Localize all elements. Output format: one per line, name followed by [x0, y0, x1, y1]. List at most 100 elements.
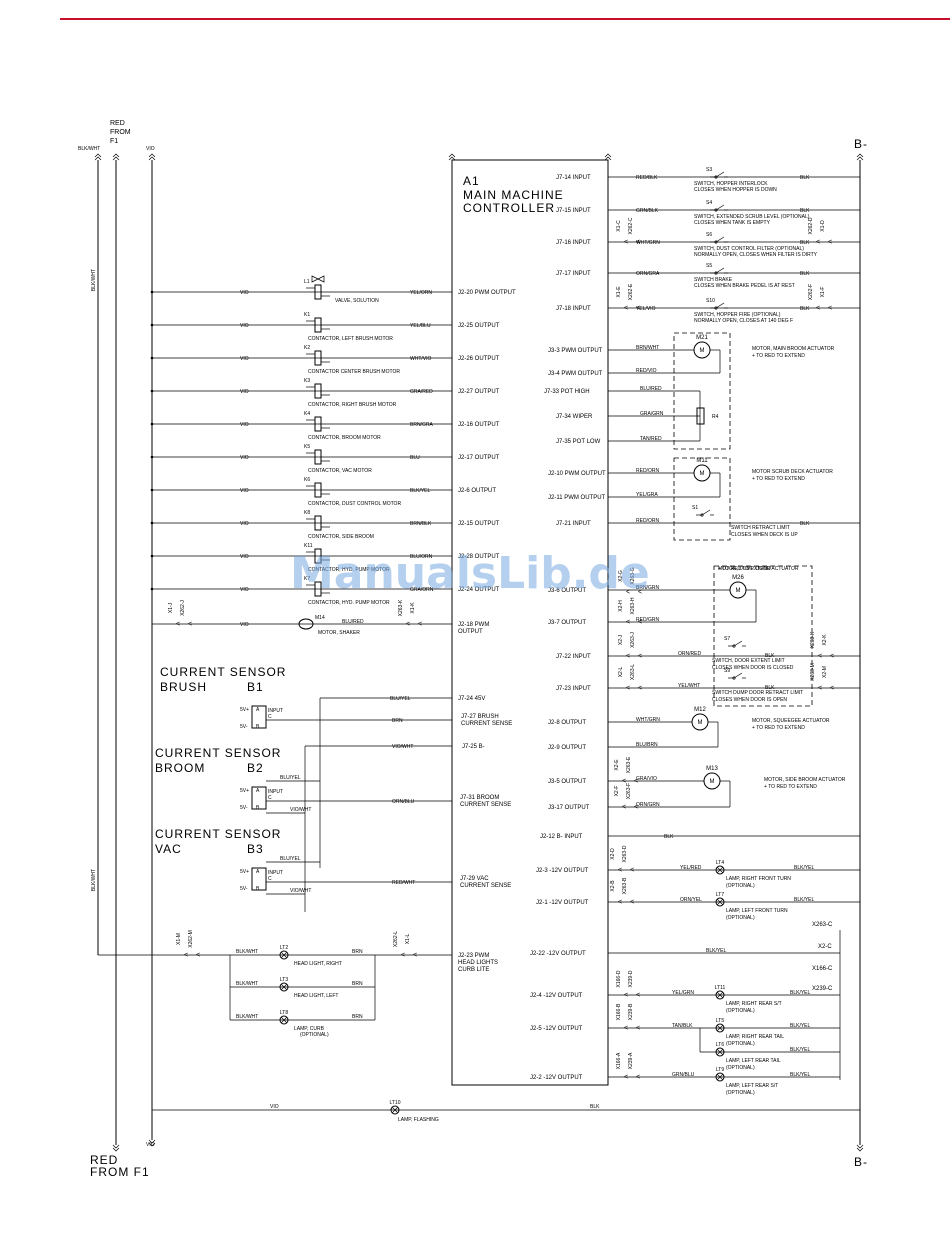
switch-label: SWITCH BRAKE: [694, 277, 733, 283]
wire-color: BLU/YEL: [390, 696, 411, 702]
sensor-pin: B: [256, 805, 260, 811]
wire-color-in: VIO: [240, 488, 249, 494]
conn-label: X2-G: [618, 570, 624, 582]
relay-coil: [314, 317, 322, 333]
wire-color: YEL/WHT: [678, 683, 700, 689]
switch-label: CLOSES WHEN DOOR IS CLOSED: [712, 665, 794, 671]
connector-symbol: <: [626, 589, 630, 596]
wire-color-in: YEL/VIO: [636, 306, 656, 312]
controller-pin: CURRENT SENSE: [460, 802, 511, 808]
lamp-label: (OPTIONAL): [726, 1065, 755, 1071]
conn-label: X1-C: [616, 220, 622, 232]
switch-label: SWITCH RETRACT LIMIT: [731, 525, 790, 531]
connector-symbol: <: [630, 867, 634, 874]
component-label: LAMP, CURB: [294, 1026, 325, 1032]
junction-dot: [150, 356, 154, 360]
controller-id: A1: [463, 174, 480, 188]
lamp-label: (OPTIONAL): [726, 883, 755, 889]
wire: [715, 204, 725, 211]
wire-color-in: GRN/BLK: [636, 208, 659, 214]
conn-label: X263-K: [810, 631, 816, 648]
sensor-pin: 5V-: [240, 886, 248, 892]
wire-color-out: BLK: [765, 653, 775, 659]
connector-symbol: <: [636, 239, 640, 246]
rail-label-bminus-top: B-: [854, 137, 868, 151]
controller-pin: J2-16 OUTPUT: [458, 422, 500, 428]
wire-color: YEL/RED: [680, 865, 702, 871]
wire-color-out: BLK/YEL: [790, 1047, 811, 1053]
controller-pin: J2-28 OUTPUT: [458, 554, 500, 560]
sensor-title: VAC: [155, 842, 182, 856]
controller-pin: J7-24 45V: [458, 696, 485, 702]
connector-symbol: <: [634, 804, 638, 811]
conn-label: X239-A: [628, 1052, 634, 1069]
conn-label: X1-J: [168, 602, 174, 613]
rail-label-vio-top: VIO: [146, 146, 155, 152]
wire-color: ORN/GRN: [636, 802, 660, 808]
switch-contact: [700, 513, 704, 517]
motor-icon: [693, 341, 711, 359]
controller-pin: J2-8 OUTPUT: [548, 720, 586, 726]
controller-pin: J7-21 INPUT: [556, 521, 591, 527]
controller-title: CONTROLLER: [463, 201, 555, 215]
controller-pin: J2-25 OUTPUT: [458, 323, 500, 329]
lamp-label: (OPTIONAL): [726, 915, 755, 921]
controller-pin: J2-6 OUTPUT: [458, 488, 496, 494]
wire-color-out: GRA/RED: [410, 389, 433, 395]
connector-label: X2-C: [818, 944, 832, 950]
relay-coil: [314, 350, 322, 366]
connector-symbol: <: [830, 685, 834, 692]
wire: [716, 1048, 724, 1056]
conn-label: X239-B: [628, 1003, 634, 1020]
lamp-icon: [715, 1023, 725, 1033]
rail-arrow-bminus-bottom: [856, 1144, 864, 1152]
sensor-ref: B2: [247, 761, 264, 775]
conn-label: X263-J: [630, 632, 636, 648]
lamp-icon: [715, 1047, 725, 1057]
controller-pin: J2-18 PWM: [458, 622, 489, 628]
controller-pin: J2-27 OUTPUT: [458, 389, 500, 395]
controller-pin: J2-4 -12V OUTPUT: [530, 993, 583, 999]
wire-color-out: BLK: [800, 240, 810, 246]
sensor-pin: 5V+: [240, 788, 249, 794]
wire-color-in: VIO: [240, 554, 249, 560]
connector-symbol: <: [413, 952, 417, 959]
rail-arrow-blk-wht: [94, 153, 102, 161]
switch-label: SWITCH, DOOR EXTENT LIMIT: [712, 658, 785, 664]
connector-symbol: <: [626, 619, 630, 626]
wire-color: ORN/YEL: [680, 897, 702, 903]
wire-color: YEL/GRA: [636, 492, 658, 498]
sensor-ref: B1: [247, 680, 264, 694]
lamp-ref: LT2: [280, 945, 288, 951]
wire-color-out: YEL/ORN: [410, 290, 432, 296]
rail-label-red-bottom: RED: [90, 1153, 118, 1167]
connector-symbol: <: [638, 685, 642, 692]
component-ref: L1: [304, 279, 310, 285]
component-label: HEAD LIGHT, RIGHT: [294, 961, 342, 967]
wire: [280, 983, 288, 991]
junction-dot: [150, 521, 154, 525]
wire-color-in: BLK/WHT: [236, 949, 258, 955]
conn-label: X263-H: [630, 597, 636, 614]
wire-color-in: VIO: [240, 422, 249, 428]
lamp-ref: LT8: [280, 1010, 288, 1016]
actuator-label: + TO RED TO EXTEND: [718, 566, 771, 572]
connector-symbol: <: [828, 239, 832, 246]
connector-symbol: <: [636, 1025, 640, 1032]
switch-label: SWITCH, EXTENDED SCRUB LEVEL (OPTIONAL): [694, 214, 810, 220]
motor-ref: M21: [696, 335, 708, 341]
switch-ref: S3: [706, 167, 712, 173]
connector-label: X166-C: [812, 966, 833, 972]
junction-dot: [150, 587, 154, 591]
lamp-ref: LT9: [716, 1067, 724, 1073]
conn-label: X1-F: [820, 287, 826, 298]
controller-pin: J7-35 POT LOW: [556, 439, 601, 445]
sensor-box: [251, 705, 267, 729]
connector-symbol: <: [636, 1074, 640, 1081]
component-ref: K6: [304, 477, 310, 483]
connector-symbol: <: [184, 952, 188, 959]
motor-glyph: M: [700, 471, 705, 477]
connector-symbol: <: [624, 992, 628, 999]
lamp-icon: [279, 950, 289, 960]
actuator-label: + TO RED TO EXTEND: [752, 725, 805, 731]
